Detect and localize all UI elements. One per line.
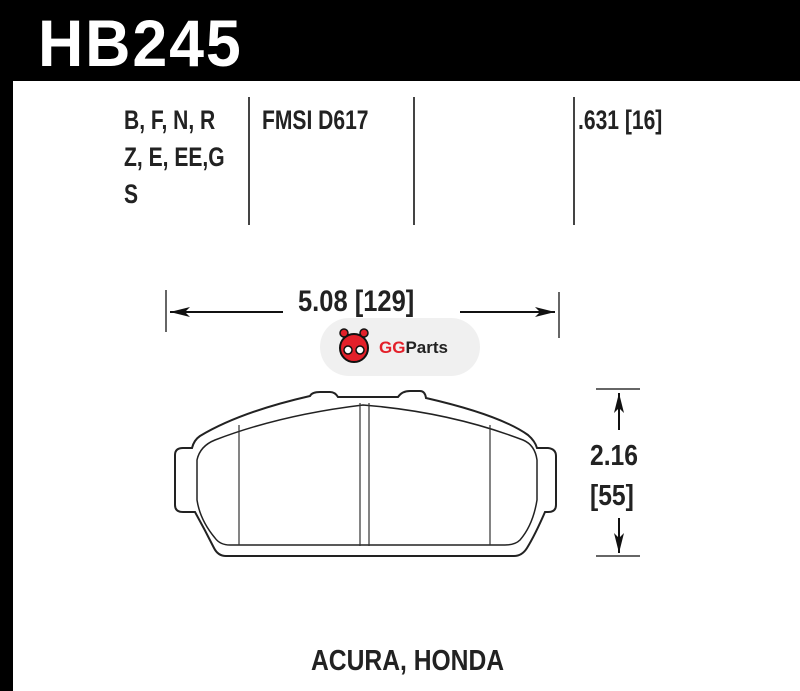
width-dimension: 5.08 [129] — [298, 285, 415, 318]
compound-line: Z, E, EE,G — [124, 142, 225, 172]
divider — [573, 97, 575, 225]
height-mm: [55] — [590, 480, 634, 512]
part-number: HB245 — [38, 6, 243, 80]
height-dimension: 2.16 [55] — [590, 436, 638, 516]
friction-material-outline — [196, 404, 538, 546]
watermark-text: GGParts — [379, 338, 448, 357]
compound-line: S — [124, 179, 139, 209]
ggparts-logo-icon — [339, 328, 369, 363]
thickness: .631 [16] — [578, 105, 663, 135]
compound-list: B, F, N, R Z, E, EE,G S — [124, 102, 225, 213]
divider — [248, 97, 250, 225]
fmsi-code: FMSI D617 — [262, 105, 369, 135]
divider — [413, 97, 415, 225]
compound-line: B, F, N, R — [124, 105, 216, 135]
backing-plate-outline — [174, 390, 557, 557]
left-border — [0, 0, 13, 691]
height-inches: 2.16 — [590, 440, 638, 472]
application: ACURA, HONDA — [311, 645, 505, 677]
header-band — [0, 0, 800, 81]
